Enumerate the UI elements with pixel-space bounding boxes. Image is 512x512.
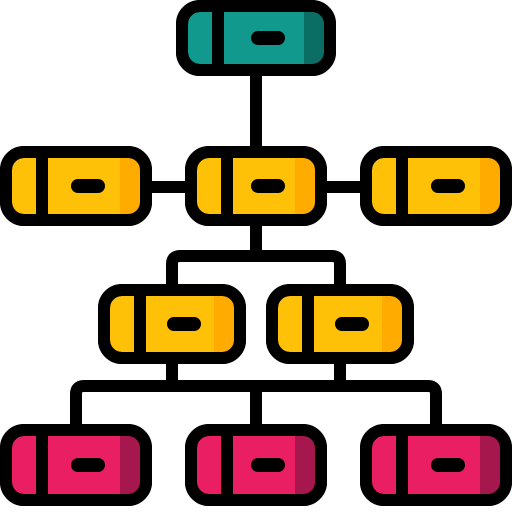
node-shade xyxy=(295,436,315,494)
node-outline xyxy=(360,146,512,226)
node-shade xyxy=(480,436,500,494)
node-slot xyxy=(431,179,465,193)
node-slot xyxy=(251,458,285,472)
node-outline xyxy=(176,0,336,76)
node-outline xyxy=(185,146,327,226)
node-slot xyxy=(335,317,369,331)
node-slot xyxy=(71,458,105,472)
connector-level3-branch xyxy=(166,250,346,296)
node-level-4-center xyxy=(185,424,327,506)
node-outline xyxy=(266,284,414,364)
node-outline xyxy=(0,424,152,506)
node-shade xyxy=(304,12,324,64)
node-level-3-right xyxy=(266,284,414,364)
connectors xyxy=(70,69,442,436)
node-level-2-left xyxy=(0,146,152,226)
node-shade xyxy=(120,436,140,494)
node-slot xyxy=(167,317,201,331)
node-outline xyxy=(98,284,246,364)
node-slot xyxy=(431,458,465,472)
node-shade xyxy=(295,158,315,214)
node-slot xyxy=(251,31,285,45)
node-slot xyxy=(71,179,105,193)
node-level-3-left xyxy=(98,284,246,364)
node-outline xyxy=(185,424,327,506)
node-shade xyxy=(214,296,234,352)
node-shade xyxy=(480,158,500,214)
node-slot xyxy=(251,179,285,193)
node-outline xyxy=(0,146,152,226)
node-level-4-left xyxy=(0,424,152,506)
node-level-4-right xyxy=(360,424,512,506)
node-outline xyxy=(360,424,512,506)
node-level-2-center xyxy=(185,146,327,226)
node-level-2-right xyxy=(360,146,512,226)
node-shade xyxy=(120,158,140,214)
node-shade xyxy=(382,296,402,352)
node-level-1-root xyxy=(176,0,336,76)
